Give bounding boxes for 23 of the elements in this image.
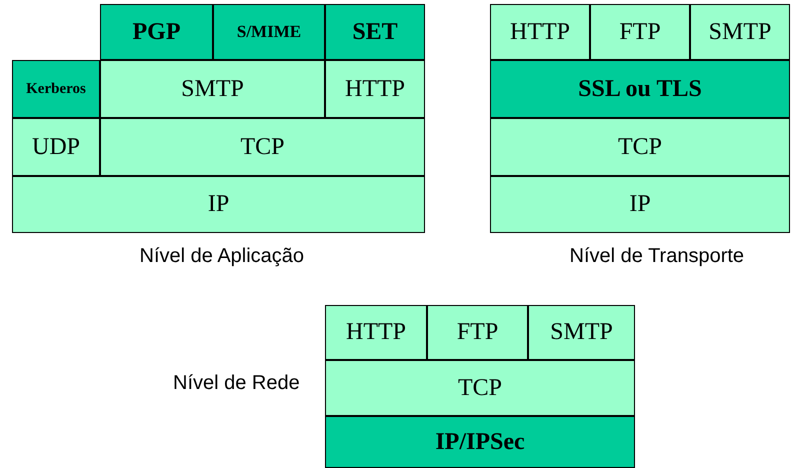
protocol-layer-box: SMTP xyxy=(100,60,325,118)
protocol-layer-box: HTTP xyxy=(325,305,427,360)
protocol-layer-box: Kerberos xyxy=(12,60,100,118)
protocol-layer-box: IP/IPSec xyxy=(325,416,635,468)
protocol-layer-box: IP xyxy=(490,176,790,233)
protocol-layer-box: SMTP xyxy=(528,305,635,360)
protocol-layer-box: TCP xyxy=(100,118,425,176)
protocol-layer-box: IP xyxy=(12,176,425,233)
protocol-layer-box: UDP xyxy=(12,118,100,176)
protocol-layer-box: FTP xyxy=(427,305,528,360)
protocol-layer-box: SET xyxy=(325,4,425,60)
protocol-layer-box: FTP xyxy=(590,4,690,60)
protocol-layer-box: PGP xyxy=(100,4,213,60)
protocol-layer-box: TCP xyxy=(490,118,790,176)
stack-caption: Nível de Rede xyxy=(173,372,300,395)
protocol-layer-box: SMTP xyxy=(690,4,790,60)
protocol-layer-box: SSL ou TLS xyxy=(490,60,790,118)
stack-caption: Nível de Aplicação xyxy=(140,245,304,268)
protocol-layer-box: HTTP xyxy=(325,60,425,118)
protocol-layer-box: TCP xyxy=(325,360,635,416)
stack-caption: Nível de Transporte xyxy=(570,245,744,268)
protocol-layer-box: HTTP xyxy=(490,4,590,60)
protocol-layer-box: S/MIME xyxy=(213,4,325,60)
